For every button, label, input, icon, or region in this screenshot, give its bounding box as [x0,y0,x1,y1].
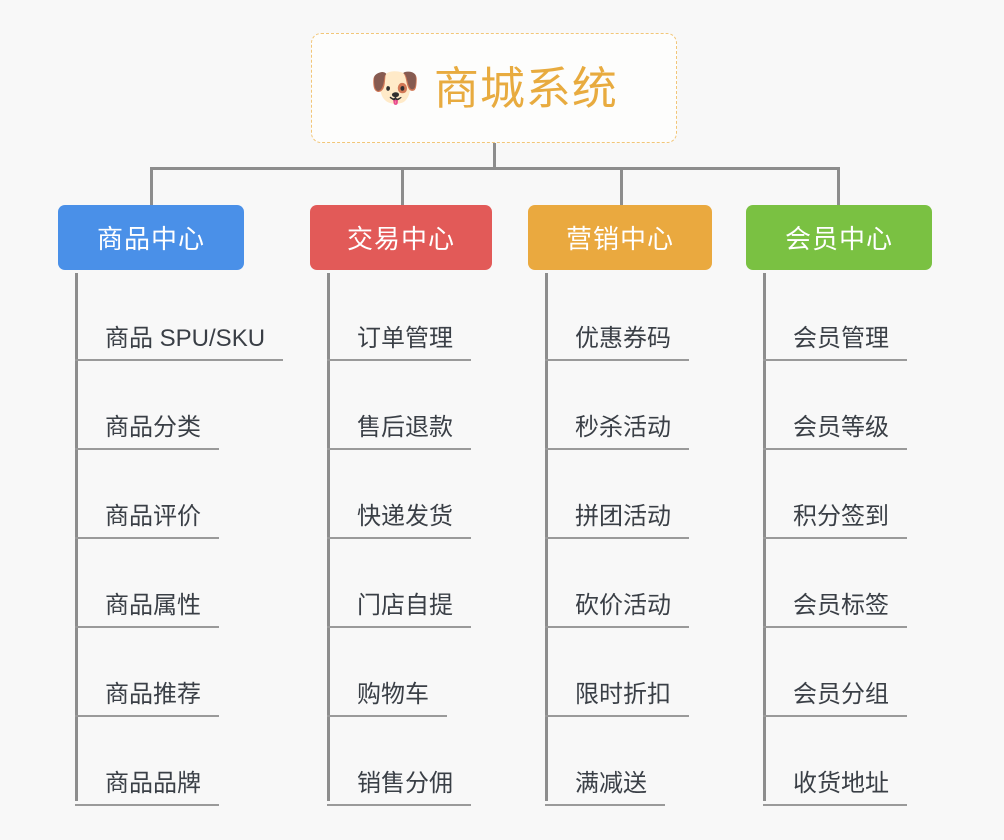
leaf-label: 会员等级 [793,413,889,441]
leaf-label: 售后退款 [357,413,453,441]
branch-header-1[interactable]: 商品中心 [58,205,244,270]
leaf-label: 快递发货 [357,502,453,530]
leaf-list-3: 优惠券码 秒杀活动 拼团活动 砍价活动 限时折扣 满减送 [545,272,689,806]
leaf-item[interactable]: 快递发货 [327,450,471,539]
leaf-label: 商品属性 [105,591,201,619]
leaf-item[interactable]: 满减送 [545,717,689,806]
leaf-item[interactable]: 商品品牌 [75,717,283,806]
leaf-label: 商品 SPU/SKU [105,324,266,352]
leaf-label: 会员分组 [793,680,889,708]
leaf-label: 会员管理 [793,324,889,352]
leaf-item[interactable]: 拼团活动 [545,450,689,539]
connector-drop-2 [401,167,404,207]
leaf-label: 满减送 [575,769,647,797]
leaf-label: 拼团活动 [575,502,671,530]
branch-header-2[interactable]: 交易中心 [310,205,492,270]
leaf-item[interactable]: 商品推荐 [75,628,283,717]
leaf-label: 限时折扣 [575,680,671,708]
leaf-item[interactable]: 销售分佣 [327,717,471,806]
leaf-label: 门店自提 [357,591,453,619]
connector-drop-4 [837,167,840,207]
root-title: 商城系统 [433,62,618,114]
leaf-item[interactable]: 商品 SPU/SKU [75,272,284,361]
leaf-item[interactable]: 商品评价 [75,450,283,539]
leaf-label: 商品分类 [105,413,201,441]
leaf-list-1: 商品 SPU/SKU 商品分类 商品评价 商品属性 商品推荐 商品品牌 [75,272,284,806]
leaf-item[interactable]: 秒杀活动 [545,361,689,450]
leaf-list-4: 会员管理 会员等级 积分签到 会员标签 会员分组 收货地址 [763,272,907,806]
leaf-label: 购物车 [357,680,429,708]
connector-root-stem [493,143,496,170]
leaf-item[interactable]: 会员等级 [763,361,907,450]
leaf-item[interactable]: 积分签到 [763,450,907,539]
leaf-item[interactable]: 会员分组 [763,628,907,717]
connector-drop-1 [150,167,153,207]
leaf-item[interactable]: 会员标签 [763,539,907,628]
leaf-label: 商品评价 [105,502,201,530]
leaf-label: 会员标签 [793,591,889,619]
leaf-item[interactable]: 收货地址 [763,717,907,806]
branch-header-label: 商品中心 [96,224,205,254]
branch-header-3[interactable]: 营销中心 [528,205,712,270]
leaf-label: 砍价活动 [575,591,671,619]
leaf-item[interactable]: 限时折扣 [545,628,689,717]
branch-header-label: 会员中心 [784,224,893,254]
leaf-label: 订单管理 [357,324,453,352]
leaf-label: 收货地址 [793,769,889,797]
leaf-label: 销售分佣 [357,769,453,797]
dog-face-icon: 🐶 [370,66,420,110]
leaf-item[interactable]: 会员管理 [763,272,907,361]
leaf-label: 积分签到 [793,502,889,530]
leaf-item[interactable]: 售后退款 [327,361,471,450]
leaf-item[interactable]: 砍价活动 [545,539,689,628]
leaf-item[interactable]: 门店自提 [327,539,471,628]
leaf-label: 商品推荐 [105,680,201,708]
leaf-label: 优惠券码 [575,324,671,352]
leaf-label: 秒杀活动 [575,413,671,441]
leaf-item[interactable]: 购物车 [327,628,471,717]
connector-drop-3 [620,167,623,207]
branch-header-4[interactable]: 会员中心 [746,205,932,270]
connector-horizontal-bus [150,167,840,170]
leaf-item[interactable]: 优惠券码 [545,272,689,361]
leaf-item[interactable]: 商品分类 [75,361,283,450]
root-node[interactable]: 🐶 商城系统 [311,33,677,143]
leaf-item[interactable]: 订单管理 [327,272,471,361]
leaf-label: 商品品牌 [105,769,201,797]
branch-header-label: 营销中心 [565,224,674,254]
leaf-list-2: 订单管理 售后退款 快递发货 门店自提 购物车 销售分佣 [327,272,471,806]
leaf-item[interactable]: 商品属性 [75,539,283,628]
branch-header-label: 交易中心 [346,224,455,254]
